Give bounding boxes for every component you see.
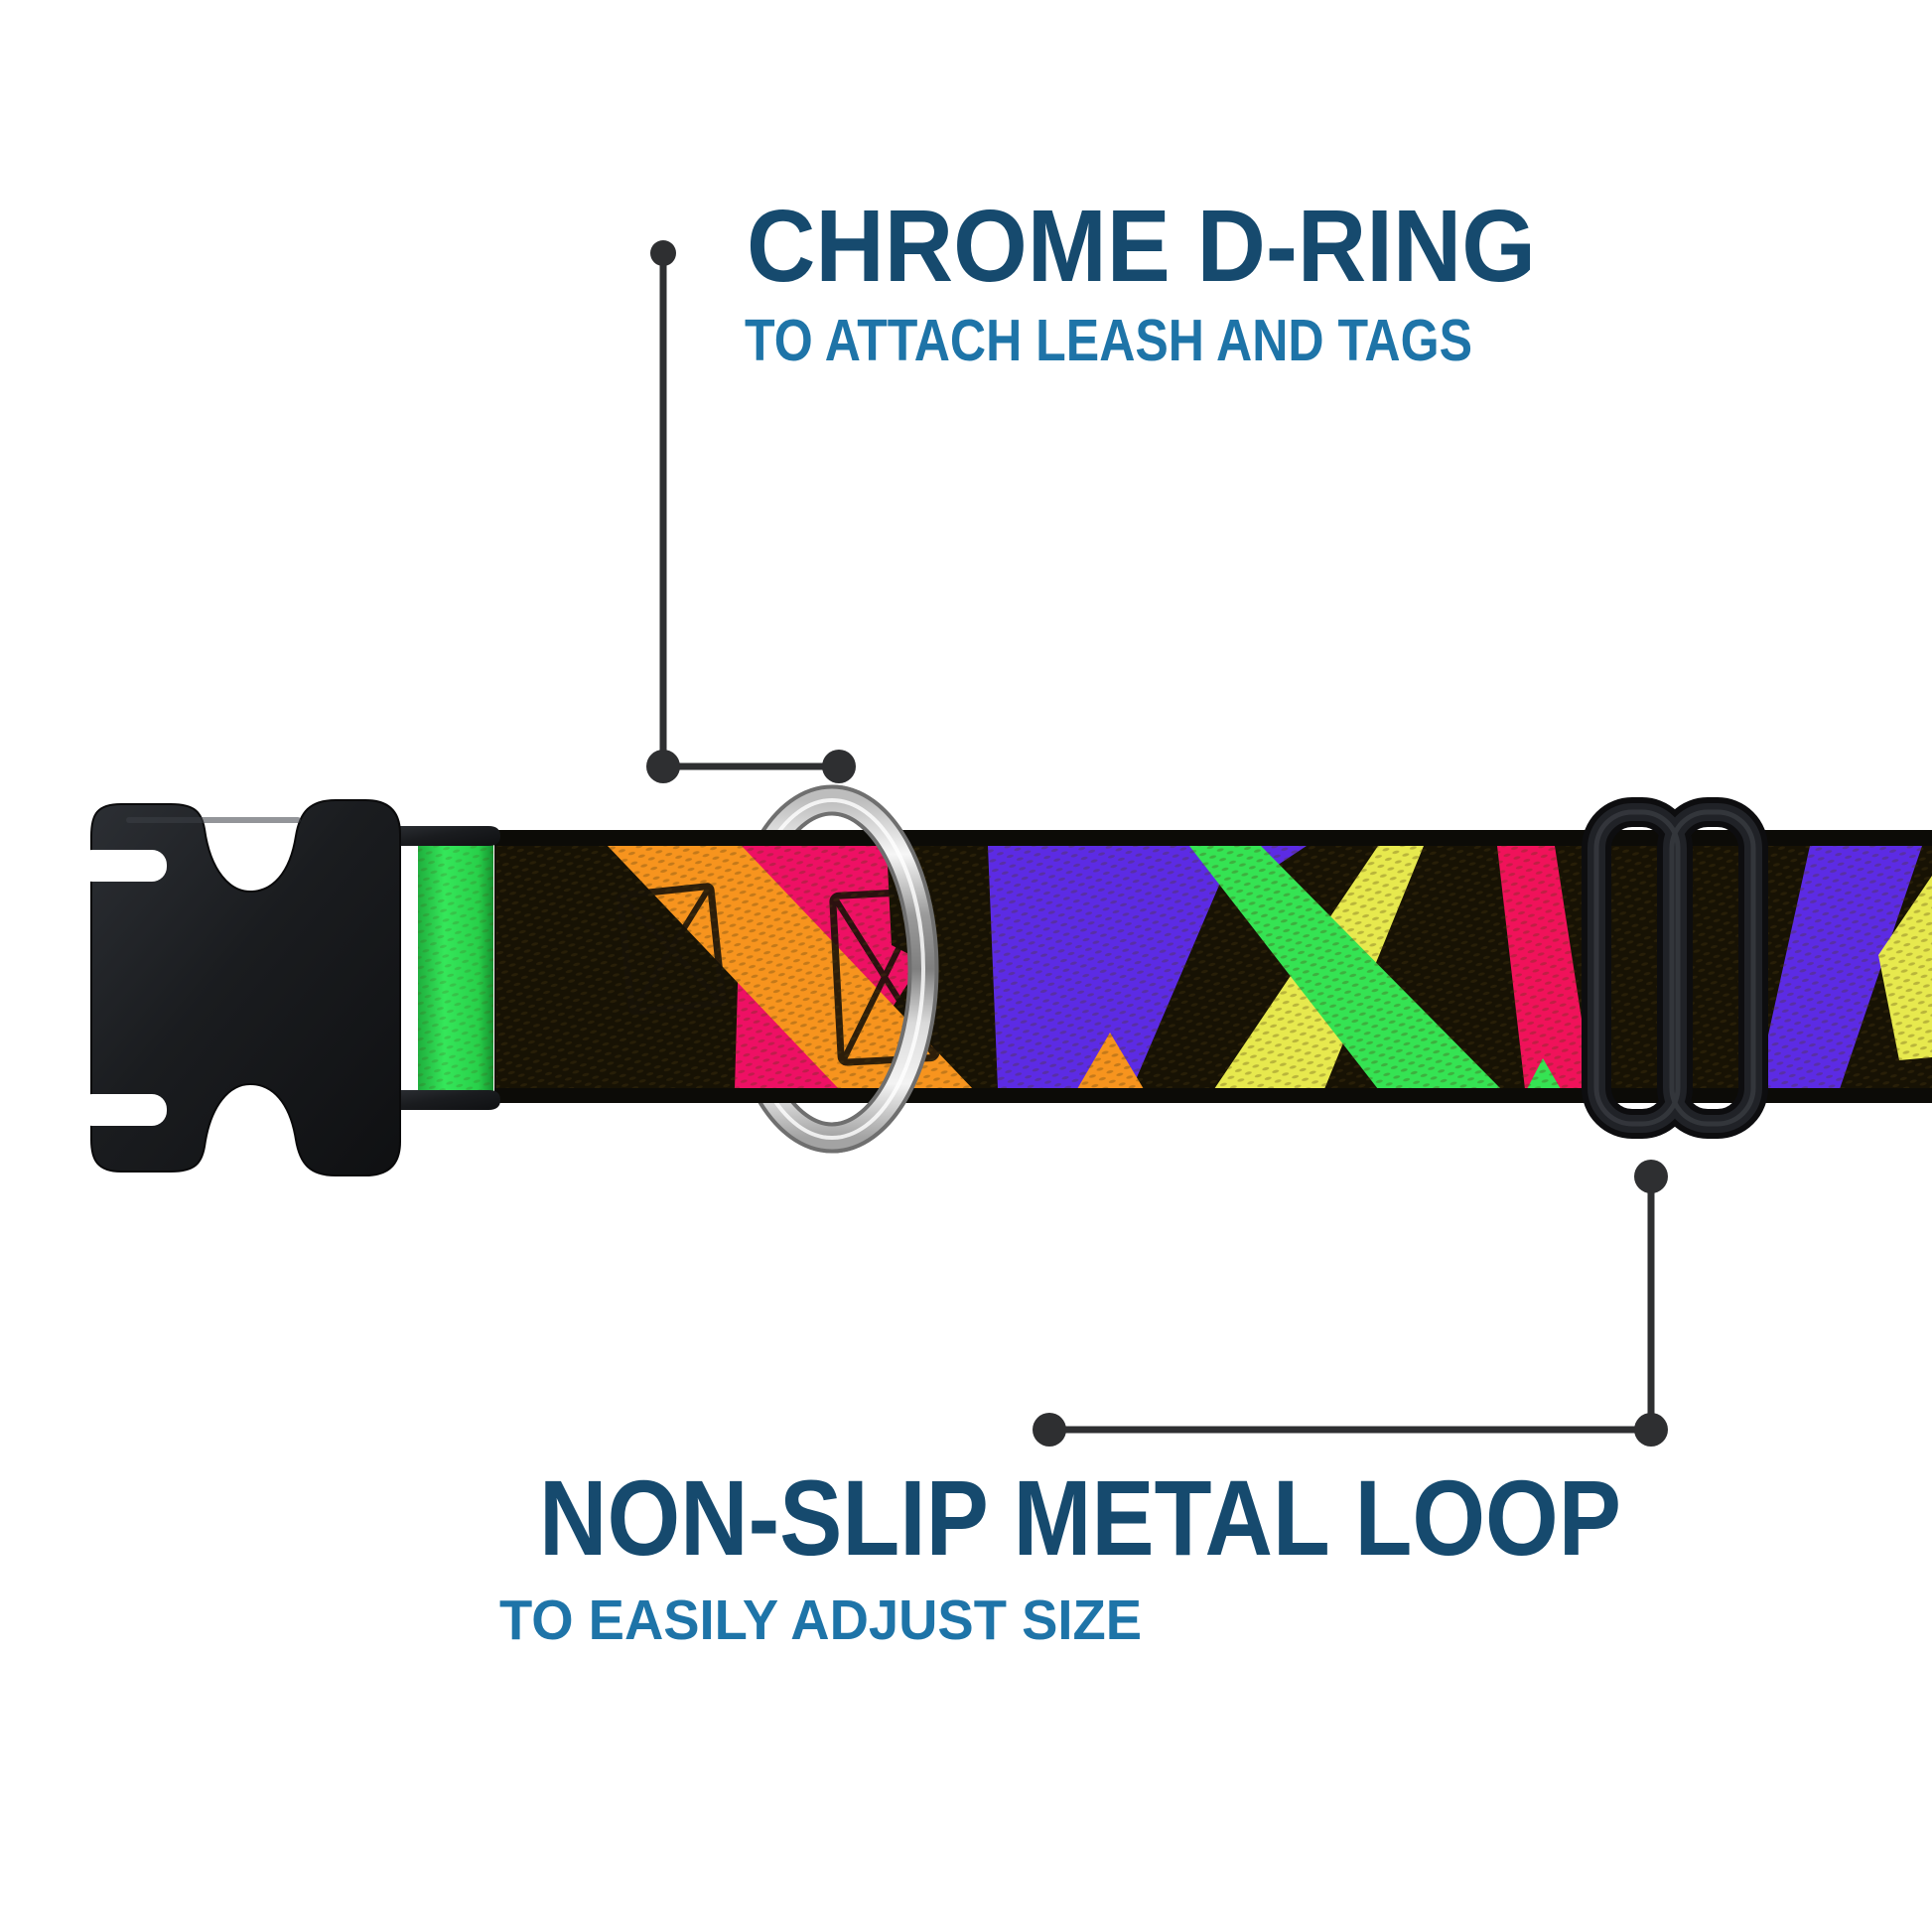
top-callout-lines	[646, 240, 856, 783]
strap-top-edge	[494, 830, 1932, 846]
webbing-strap	[494, 830, 1932, 1103]
callout-dot	[822, 750, 856, 783]
tri-glide-slider	[1582, 797, 1768, 1139]
callout-dot	[650, 240, 676, 266]
callout-dot	[1634, 1160, 1668, 1193]
buckle-slit	[77, 850, 167, 882]
d-ring-front	[832, 784, 939, 1154]
callout-dot	[1033, 1413, 1066, 1447]
strap-bottom-edge	[494, 1088, 1932, 1103]
callout-dot	[646, 750, 680, 783]
bottom-callout-title: NON-SLIP METAL LOOP	[539, 1457, 1621, 1578]
buckle-body	[90, 799, 401, 1176]
side-release-buckle	[77, 799, 500, 1176]
bottom-callout-subtitle: TO EASILY ADJUST SIZE	[499, 1588, 1142, 1652]
buckle-top-arm	[389, 826, 500, 846]
top-callout-title: CHROME D-RING	[747, 189, 1536, 303]
top-callout-subtitle: TO ATTACH LEASH AND TAGS	[745, 308, 1472, 373]
callout-dot	[1634, 1413, 1668, 1447]
buckle-bottom-arm	[389, 1090, 500, 1110]
buckle-webbing-green	[418, 843, 493, 1103]
buckle-slit	[77, 1094, 167, 1126]
bottom-callout-lines	[1033, 1160, 1668, 1447]
weave-texture	[496, 846, 1932, 1089]
